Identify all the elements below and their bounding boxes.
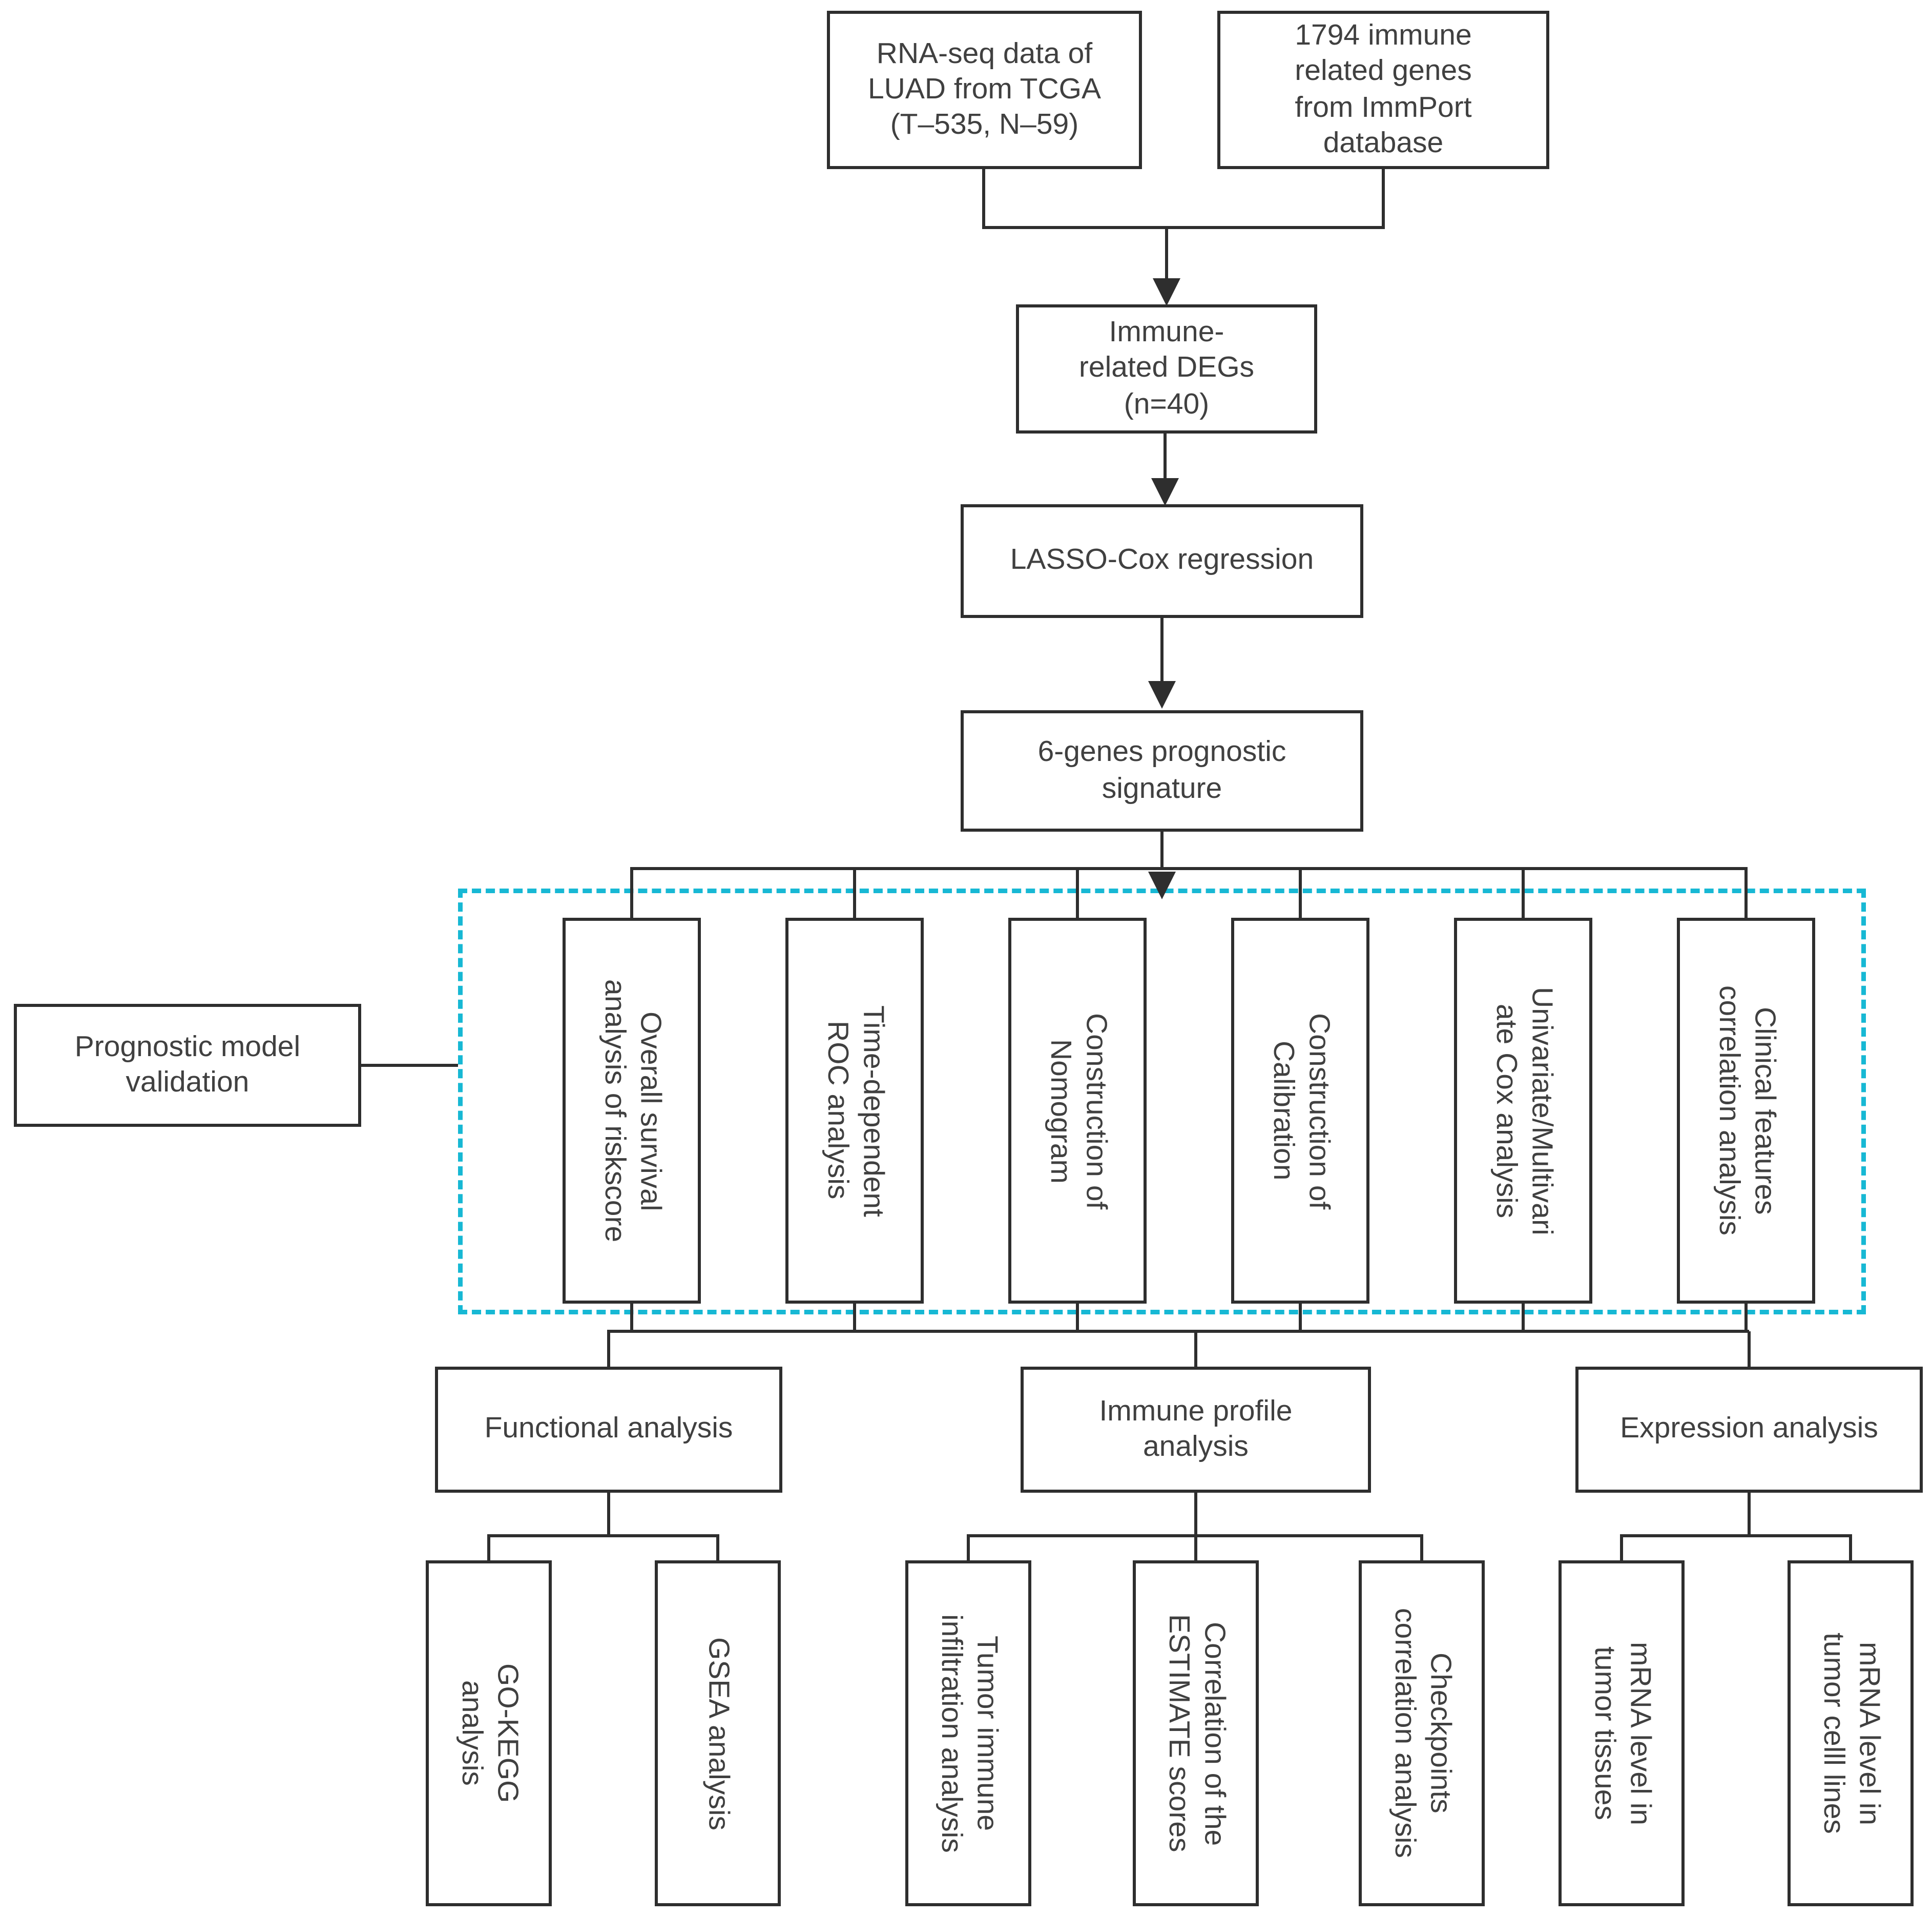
node-mrna-tumor-tissues: mRNA level in tumor tissues [1559, 1560, 1685, 1906]
arrow-down-icon [1148, 681, 1176, 709]
connector [1748, 1493, 1751, 1536]
node-immune-related-degs: Immune- related DEGs (n=40) [1016, 304, 1317, 434]
node-immport-genes: 1794 immune related genes from ImmPort d… [1217, 11, 1549, 169]
connector [1194, 1331, 1197, 1367]
connector [1164, 434, 1167, 480]
node-go-kegg-analysis-label: GO-KEGG analysis [455, 1663, 523, 1803]
node-6genes-prognostic-signature-label: 6-genes prognostic signature [1037, 736, 1286, 805]
connector [1620, 1534, 1852, 1537]
node-mrna-tumor-cell-lines: mRNA level in tumor celll lines [1788, 1560, 1914, 1906]
node-construction-nomogram-label: Construction of Nomogram [1044, 1012, 1112, 1209]
node-immport-genes-label: 1794 immune related genes from ImmPort d… [1295, 20, 1472, 160]
node-mrna-tumor-cell-lines-label: mRNA level in tumor celll lines [1817, 1633, 1885, 1834]
node-time-dependent-roc: Time-dependent ROC analysis [785, 918, 924, 1304]
connector [716, 1536, 719, 1560]
node-prognostic-model-validation-label: Prognostic model validation [74, 1031, 301, 1099]
node-expression-analysis-label: Expression analysis [1620, 1413, 1878, 1446]
node-immune-profile-analysis: Immune profile analysis [1021, 1367, 1371, 1493]
connector [1522, 1304, 1525, 1331]
node-estimate-scores-correlation-label: Correlation of the ESTIMATE scores [1162, 1614, 1230, 1852]
node-prognostic-model-validation: Prognostic model validation [14, 1004, 361, 1127]
connector [607, 1493, 610, 1536]
connector [1299, 869, 1302, 918]
node-construction-calibration-label: Construction of Calibration [1266, 1012, 1335, 1209]
connector [1160, 832, 1164, 869]
node-construction-calibration: Construction of Calibration [1231, 918, 1369, 1304]
node-clinical-features-correlation: Clinical features correlation analysis [1677, 918, 1815, 1304]
connector [630, 869, 633, 918]
node-functional-analysis-label: Functional analysis [484, 1413, 733, 1446]
node-tumor-immune-infiltration-label: Tumor immune infiltration analysis [934, 1614, 1003, 1853]
connector [1160, 618, 1164, 683]
connector [630, 867, 1748, 870]
connector [1620, 1536, 1623, 1560]
node-univariate-multivariate-cox-label: Univariate/Multivari ate Cox analysis [1489, 986, 1557, 1235]
connector [853, 869, 856, 918]
connector [967, 1536, 970, 1560]
connector [1076, 869, 1079, 918]
connector [361, 1064, 458, 1067]
node-tumor-immune-infiltration: Tumor immune infiltration analysis [905, 1560, 1031, 1906]
connector [1076, 1304, 1079, 1331]
node-expression-analysis: Expression analysis [1575, 1367, 1923, 1493]
node-mrna-tumor-tissues-label: mRNA level in tumor tissues [1588, 1641, 1656, 1825]
connector [607, 1330, 1749, 1333]
node-univariate-multivariate-cox: Univariate/Multivari ate Cox analysis [1454, 918, 1592, 1304]
connector [1194, 1536, 1197, 1560]
node-clinical-features-correlation-label: Clinical features correlation analysis [1712, 985, 1780, 1236]
node-rna-seq-tcga-label: RNA-seq data of LUAD from TCGA (T–535, N… [867, 38, 1102, 142]
node-immune-profile-analysis-label: Immune profile analysis [1099, 1395, 1293, 1463]
node-gsea-analysis: GSEA analysis [655, 1560, 781, 1906]
arrow-down-icon [1151, 478, 1179, 506]
connector [982, 169, 985, 228]
connector [1382, 169, 1385, 228]
connector [1194, 1493, 1197, 1536]
connector [1165, 226, 1168, 280]
node-overall-survival-analysis-label: Overall survival analysis of riskscore [598, 979, 666, 1243]
connector [1522, 869, 1525, 918]
connector [1744, 869, 1748, 918]
connector [1849, 1536, 1852, 1560]
connector [1748, 1331, 1751, 1367]
node-lasso-cox-regression-label: LASSO-Cox regression [1010, 545, 1314, 578]
connector [487, 1534, 719, 1537]
connector [982, 226, 1385, 229]
arrow-down-icon [1153, 278, 1180, 306]
node-checkpoints-correlation-label: Checkpoints correlation analysis [1388, 1608, 1456, 1859]
connector [487, 1536, 490, 1560]
node-6genes-prognostic-signature: 6-genes prognostic signature [961, 710, 1363, 832]
connector [853, 1304, 856, 1331]
node-estimate-scores-correlation: Correlation of the ESTIMATE scores [1133, 1560, 1259, 1906]
node-rna-seq-tcga: RNA-seq data of LUAD from TCGA (T–535, N… [827, 11, 1142, 169]
node-gsea-analysis-label: GSEA analysis [701, 1636, 734, 1830]
node-construction-nomogram: Construction of Nomogram [1008, 918, 1147, 1304]
arrow-down-icon [1148, 872, 1176, 899]
connector [607, 1331, 610, 1367]
node-immune-related-degs-label: Immune- related DEGs (n=40) [1078, 317, 1255, 421]
node-go-kegg-analysis: GO-KEGG analysis [426, 1560, 552, 1906]
node-time-dependent-roc-label: Time-dependent ROC analysis [821, 1004, 889, 1217]
connector [1420, 1536, 1423, 1560]
connector [1744, 1304, 1748, 1331]
connector [1299, 1304, 1302, 1331]
connector [630, 1304, 633, 1331]
node-functional-analysis: Functional analysis [435, 1367, 782, 1493]
node-overall-survival-analysis: Overall survival analysis of riskscore [563, 918, 701, 1304]
node-lasso-cox-regression: LASSO-Cox regression [961, 504, 1363, 618]
node-checkpoints-correlation: Checkpoints correlation analysis [1359, 1560, 1485, 1906]
